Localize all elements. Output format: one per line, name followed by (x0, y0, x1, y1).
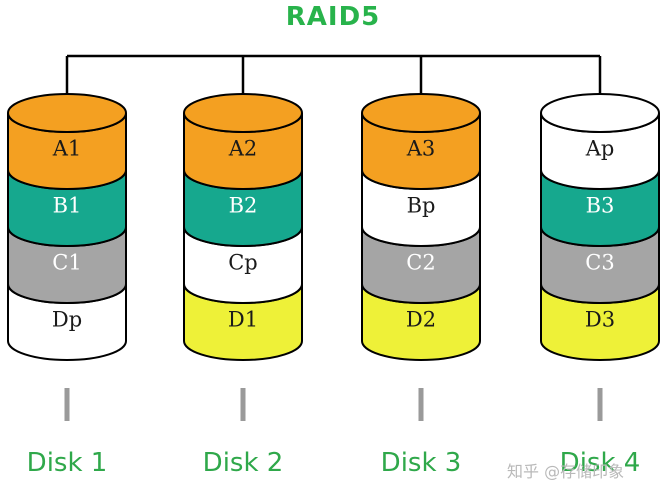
connection-bus (65, 54, 602, 113)
block-a1: A1 (7, 112, 127, 190)
disk-2: D1 Cp B2 A2 (183, 93, 303, 421)
disk-label-1: Disk 1 (26, 448, 108, 478)
watermark: 知乎 @存储印象 (507, 462, 625, 481)
block-label: D3 (585, 308, 615, 332)
disk-marker (597, 388, 603, 421)
block-a2: A2 (183, 112, 303, 190)
block-label: C2 (406, 251, 435, 275)
block-label: Dp (52, 308, 82, 332)
block-label: B1 (53, 194, 82, 218)
disk-label-3: Disk 3 (380, 448, 462, 478)
block-label: A1 (52, 137, 82, 161)
disk-4: D3 C3 B3 Ap (540, 93, 660, 421)
block-label: Bp (407, 194, 436, 218)
block-label: Ap (585, 137, 615, 161)
block-label: Cp (228, 251, 258, 275)
disk-top-cap (183, 93, 303, 133)
disk-top-cap (7, 93, 127, 133)
block-c2: C2 (361, 226, 481, 304)
disk-3: D2 C2 Bp A3 (361, 93, 481, 421)
diagram-title: RAID5 (285, 2, 381, 32)
block-label: A3 (406, 137, 436, 161)
block-label: D1 (228, 308, 258, 332)
block-d2: D2 (361, 283, 481, 361)
disk-label-4: Disk 4 (559, 448, 641, 478)
block-label: C3 (585, 251, 614, 275)
block-label: C1 (52, 251, 81, 275)
disk-top-cap (361, 93, 481, 133)
disk-marker (418, 388, 424, 421)
block-label: A2 (228, 137, 258, 161)
disk-marker (240, 388, 246, 421)
block-bp: Bp (361, 169, 481, 247)
disk-top-cap (540, 93, 660, 133)
block-label: D2 (406, 308, 436, 332)
disk-marker (64, 388, 70, 421)
disk-label-2: Disk 2 (202, 448, 284, 478)
block-label: B2 (229, 194, 258, 218)
block-a3: A3 (361, 112, 481, 190)
disk-1: Dp C1 B1 A1 (7, 93, 127, 421)
block-label: B3 (586, 194, 615, 218)
block-dp: Dp (7, 283, 127, 361)
